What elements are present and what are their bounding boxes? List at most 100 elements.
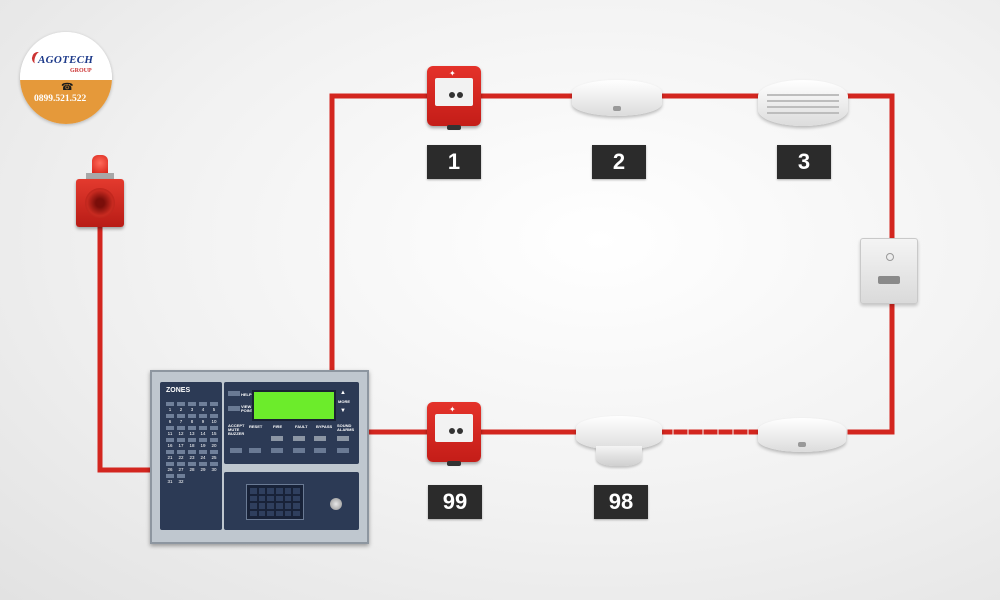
sound-alarms-button[interactable] bbox=[337, 448, 349, 453]
keypad-key[interactable] bbox=[293, 503, 300, 509]
wire-sounder bbox=[97, 222, 153, 473]
keypad-key[interactable] bbox=[250, 488, 257, 494]
heat-detector-icon bbox=[758, 80, 848, 126]
reset-label: RESET bbox=[249, 424, 263, 429]
device-label-98: 98 bbox=[594, 485, 648, 519]
zone-indicator: 21 bbox=[165, 450, 175, 460]
bypass-indicator bbox=[314, 436, 326, 441]
zone-indicator: 7 bbox=[176, 414, 186, 424]
key-switch-icon[interactable] bbox=[330, 498, 342, 510]
view-points-button[interactable] bbox=[228, 406, 240, 411]
keypad-key[interactable] bbox=[258, 503, 266, 509]
help-button[interactable] bbox=[228, 391, 240, 396]
keypad-section bbox=[224, 472, 359, 530]
keypad-key[interactable] bbox=[275, 510, 283, 516]
control-section: HELP VIEW POINTS ▲ MORE ▼ ACCEPT MUTE BU… bbox=[224, 382, 359, 464]
zone-indicator: 19 bbox=[198, 438, 208, 448]
logo-group: GROUP bbox=[70, 68, 92, 74]
zone-indicator: 30 bbox=[209, 462, 219, 472]
fire-label: FIRE bbox=[273, 424, 283, 429]
sound-alarms-label: SOUND ALARMS bbox=[337, 423, 355, 432]
view-points-label: VIEW POINTS bbox=[241, 404, 256, 413]
zone-indicator: 17 bbox=[176, 438, 186, 448]
keypad-key[interactable] bbox=[267, 510, 274, 516]
zone-indicator: 2 bbox=[176, 402, 186, 412]
isolator-module-icon bbox=[860, 238, 918, 304]
keypad-key[interactable] bbox=[258, 510, 266, 516]
device-label-3: 3 bbox=[777, 145, 831, 179]
zone-indicator: 22 bbox=[176, 450, 186, 460]
keypad-key[interactable] bbox=[293, 488, 300, 494]
zones-title: ZONES bbox=[166, 387, 191, 394]
beacon-icon bbox=[92, 155, 108, 175]
zone-indicator: 12 bbox=[176, 426, 186, 436]
smoke-detector-icon bbox=[758, 418, 846, 452]
keypad-key[interactable] bbox=[293, 510, 300, 516]
keypad-key[interactable] bbox=[258, 495, 266, 501]
fire-button[interactable] bbox=[271, 448, 283, 453]
zone-indicator: 8 bbox=[187, 414, 197, 424]
reset-button[interactable] bbox=[249, 448, 261, 453]
zone-indicator: 29 bbox=[198, 462, 208, 472]
company-logo: AGOTECH GROUP ☎ 0899.521.522 bbox=[20, 32, 112, 124]
device-label-1: 1 bbox=[427, 145, 481, 179]
zone-indicator: 10 bbox=[209, 414, 219, 424]
keypad bbox=[246, 484, 304, 520]
sound-alarms-indicator bbox=[337, 436, 349, 441]
down-arrow-icon[interactable]: ▼ bbox=[340, 408, 346, 414]
keypad-key[interactable] bbox=[275, 495, 283, 501]
zone-indicator: 26 bbox=[165, 462, 175, 472]
zone-indicator: 27 bbox=[176, 462, 186, 472]
zone-indicator: 24 bbox=[198, 450, 208, 460]
keypad-key[interactable] bbox=[250, 503, 257, 509]
keypad-key[interactable] bbox=[250, 510, 257, 516]
keypad-key[interactable] bbox=[293, 495, 300, 501]
keypad-key[interactable] bbox=[275, 488, 283, 494]
zone-indicator: 5 bbox=[209, 402, 219, 412]
zone-indicator: 4 bbox=[198, 402, 208, 412]
keypad-key[interactable] bbox=[284, 503, 292, 509]
zone-indicator: 23 bbox=[187, 450, 197, 460]
accept-label: ACCEPT MUTE BUZZER bbox=[228, 423, 245, 436]
fire-indicator bbox=[271, 436, 283, 441]
zone-indicator: 32 bbox=[176, 474, 186, 484]
accept-button[interactable] bbox=[230, 448, 242, 453]
keypad-key[interactable] bbox=[267, 495, 274, 501]
help-label: HELP bbox=[241, 392, 252, 397]
keypad-key[interactable] bbox=[267, 488, 274, 494]
phone-icon: ☎ bbox=[61, 82, 74, 93]
lcd-display bbox=[252, 390, 336, 421]
smoke-detector-icon bbox=[572, 80, 662, 116]
fault-indicator bbox=[293, 436, 305, 441]
zone-indicator: 14 bbox=[198, 426, 208, 436]
zone-indicator: 11 bbox=[165, 426, 175, 436]
device-label-99: 99 bbox=[428, 485, 482, 519]
zone-indicator: 25 bbox=[209, 450, 219, 460]
keypad-key[interactable] bbox=[275, 503, 283, 509]
keypad-key[interactable] bbox=[284, 510, 292, 516]
keypad-key[interactable] bbox=[284, 488, 292, 494]
multi-sensor-detector-icon bbox=[576, 416, 662, 450]
zone-indicator: 28 bbox=[187, 462, 197, 472]
bypass-button[interactable] bbox=[314, 448, 326, 453]
zone-indicator: 20 bbox=[209, 438, 219, 448]
zone-indicator: 18 bbox=[187, 438, 197, 448]
sounder-beacon bbox=[76, 155, 124, 227]
more-label: MORE bbox=[338, 399, 350, 404]
keypad-key[interactable] bbox=[284, 495, 292, 501]
keypad-key[interactable] bbox=[258, 488, 266, 494]
keypad-key[interactable] bbox=[250, 495, 257, 501]
zone-indicator: 16 bbox=[165, 438, 175, 448]
keypad-key[interactable] bbox=[267, 503, 274, 509]
detector-sensor-head bbox=[596, 446, 642, 466]
bypass-label: BYPASS bbox=[316, 424, 333, 429]
zone-indicator: 31 bbox=[165, 474, 175, 484]
up-arrow-icon[interactable]: ▲ bbox=[340, 390, 346, 396]
manual-call-point-icon: ✦ bbox=[427, 66, 481, 130]
fault-button[interactable] bbox=[293, 448, 305, 453]
manual-call-point-icon: ✦ bbox=[427, 402, 481, 466]
